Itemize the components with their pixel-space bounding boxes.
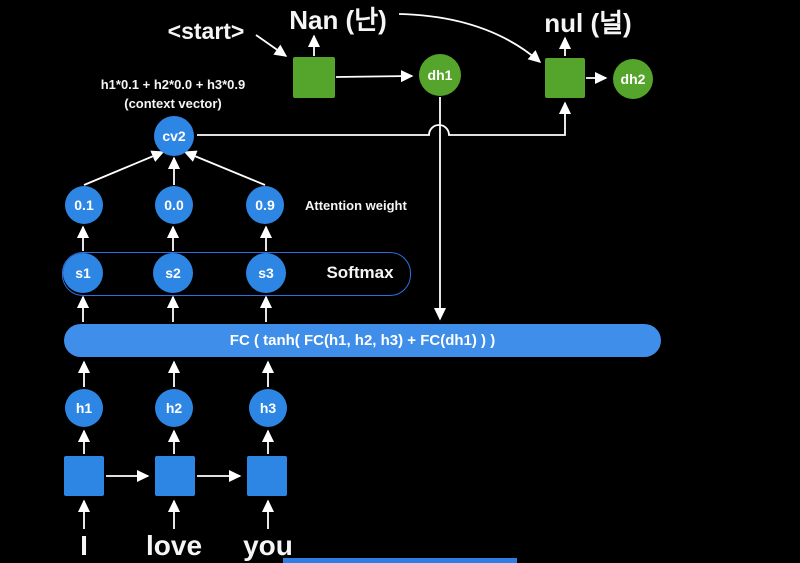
fc-layer-bar: FC ( tanh( FC(h1, h2, h3) + FC(dh1) ) )	[64, 324, 661, 357]
input-word-2: love	[145, 530, 203, 561]
video-progress-bar	[283, 558, 517, 563]
context-caption: (context vector)	[124, 96, 222, 111]
decoder-cell-2	[545, 58, 585, 98]
encoder-hidden-h1: h1	[65, 389, 103, 427]
arrow-output1-to-decoder2	[398, 13, 542, 63]
decoder-hidden-dh1: dh1	[419, 54, 461, 96]
softmax-caption: Softmax	[326, 263, 394, 282]
attention-weight-1: 0.1	[65, 186, 103, 224]
encoder-hidden-h3: h3	[249, 389, 287, 427]
decoder-hidden-dh2: dh2	[613, 59, 653, 99]
arrow-decoder1-to-dh1	[335, 70, 414, 83]
encoder-cell-1	[64, 456, 104, 496]
output-word-2-label: nul (널)	[544, 8, 632, 38]
softmax-score-s2: s2	[153, 253, 193, 293]
input-word-1: I	[80, 530, 88, 561]
output-word-1-label: Nan (난)	[289, 5, 387, 35]
input-word-3: you	[243, 530, 293, 561]
attention-weight-3: 0.9	[246, 186, 284, 224]
softmax-score-s1: s1	[63, 253, 103, 293]
encoder-cell-2	[155, 456, 195, 496]
encoder-hidden-h2: h2	[155, 389, 193, 427]
start-token-label: <start>	[167, 18, 245, 44]
context-formula: h1*0.1 + h2*0.0 + h3*0.9	[100, 77, 246, 92]
decoder-cell-1	[293, 57, 335, 98]
context-vector-cv2: cv2	[154, 116, 194, 156]
softmax-box	[62, 252, 411, 296]
softmax-score-s3: s3	[246, 253, 286, 293]
arrow-cv2-to-decoder2	[197, 101, 572, 136]
encoder-cell-3	[247, 456, 287, 496]
attention-weight-caption: Attention weight	[305, 198, 407, 213]
arrow-start-to-decoder1	[255, 34, 288, 57]
arrow-w3-to-cv2	[183, 150, 266, 186]
attention-weight-2: 0.0	[155, 186, 193, 224]
arrow-w1-to-cv2	[83, 150, 165, 186]
